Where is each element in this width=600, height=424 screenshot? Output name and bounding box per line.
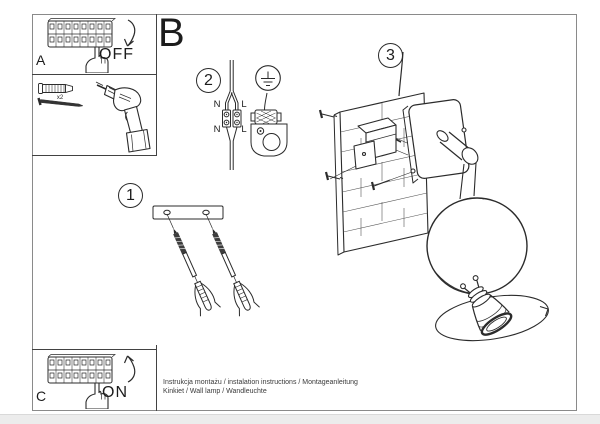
step-2-number: 2 — [204, 71, 213, 89]
terminal-block-wiring-diagram — [222, 60, 242, 170]
wire-label-n-bottom: N — [213, 124, 221, 135]
bottom-strip — [0, 414, 600, 424]
section-b-label: B — [158, 11, 185, 55]
ground-clamp-icon — [250, 92, 288, 157]
wall-plug-icon — [38, 83, 73, 94]
footer-line-1: Instrukcja montażu / instalation instruc… — [163, 379, 358, 386]
page-frame — [32, 14, 577, 411]
arrow-down-icon — [123, 19, 136, 47]
breaker-panel-hand-icon — [47, 18, 116, 73]
wire-label-n-top: N — [213, 99, 221, 110]
panel-c-letter: C — [36, 388, 47, 404]
off-label: OFF — [99, 46, 134, 63]
divider-line — [32, 155, 157, 156]
breaker-panel-hand-icon — [47, 354, 116, 409]
wall-mounting-lamp-diagram — [318, 51, 549, 342]
arrow-up-icon — [123, 355, 136, 383]
bracket-screws-anchors-diagram — [152, 205, 261, 317]
divider-line — [32, 349, 157, 350]
screw-icon — [37, 97, 84, 107]
divider-line — [156, 14, 157, 156]
wire-label-l-bottom: L — [241, 124, 247, 135]
step-3-number: 3 — [386, 46, 395, 64]
divider-line — [156, 345, 157, 411]
panel-a-letter: A — [36, 52, 46, 68]
step-1-number: 1 — [126, 186, 135, 204]
anchor-quantity-label: x2 — [56, 95, 64, 101]
ground-symbol-icon — [255, 65, 281, 91]
wire-label-l-top: L — [241, 99, 247, 110]
footer-line-2: Kinkiet / Wall lamp / Wandleuchte — [163, 388, 267, 396]
divider-line — [32, 74, 157, 75]
on-label: ON — [102, 384, 128, 401]
drill-icon — [95, 81, 151, 153]
step-3-badge: 3 — [378, 43, 403, 68]
step-1-badge: 1 — [118, 183, 143, 208]
step-2-badge: 2 — [196, 68, 221, 93]
footer-text: Instrukcja montażu / instalation instruc… — [163, 378, 358, 397]
